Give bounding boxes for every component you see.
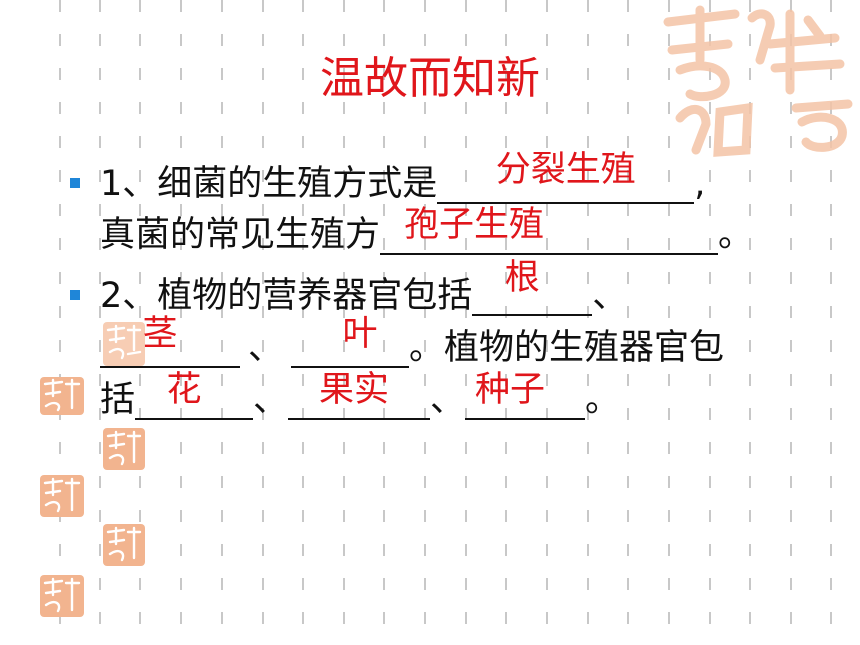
answer-blank: 花 bbox=[135, 370, 254, 420]
question-2-prefix: 2、植物的营养器官包括 bbox=[100, 276, 473, 316]
bullet-icon bbox=[70, 178, 80, 188]
answer-blank: 茎 bbox=[100, 314, 240, 368]
answer-text: 根 bbox=[504, 258, 540, 298]
answer-text: 茎 bbox=[142, 314, 178, 354]
question-1-line-1: 1、细菌的生殖方式是 分裂生殖, bbox=[100, 150, 706, 204]
punctuation: 。 bbox=[585, 380, 621, 420]
question-2-line-3: 括花、果实、种子。 bbox=[100, 370, 621, 420]
answer-text: 分裂生殖 bbox=[495, 150, 636, 190]
answer-blank: 果实 bbox=[288, 370, 431, 420]
question-1-prefix: 1、细菌的生殖方式是 bbox=[100, 164, 438, 204]
slide-title: 温故而知新 bbox=[320, 53, 540, 104]
question-2-middle: 。植物的生殖器官包 bbox=[409, 328, 725, 368]
question-1-line2-prefix: 真菌的常见生殖方 bbox=[100, 215, 381, 255]
answer-blank: 种子 bbox=[465, 370, 586, 420]
punctuation: 、 bbox=[430, 380, 466, 420]
seal-icon bbox=[43, 324, 142, 613]
question-1-line-2: 真菌的常见生殖方孢子生殖 。 bbox=[100, 205, 754, 255]
answer-blank: 分裂生殖 bbox=[437, 150, 695, 204]
punctuation: 、 bbox=[592, 276, 628, 316]
answer-text: 孢子生殖 bbox=[404, 205, 545, 245]
punctuation: , bbox=[694, 164, 706, 204]
dashed-guide-lines bbox=[59, 0, 832, 645]
question-2-line3-prefix: 括 bbox=[100, 380, 136, 420]
answer-text: 果实 bbox=[319, 370, 390, 410]
punctuation: 、 bbox=[253, 380, 289, 420]
answer-text: 花 bbox=[166, 370, 202, 410]
seal-icon bbox=[663, 5, 853, 157]
question-2-line-1: 2、植物的营养器官包括根 、 bbox=[100, 258, 628, 316]
bullet-icon bbox=[70, 290, 80, 300]
answer-blank: 孢子生殖 bbox=[380, 205, 719, 255]
answer-blank: 根 bbox=[472, 258, 593, 316]
answer-text: 叶 bbox=[342, 314, 378, 354]
answer-blank: 叶 bbox=[291, 314, 410, 368]
answer-text: 种子 bbox=[475, 370, 546, 410]
punctuation: 、 bbox=[248, 328, 284, 368]
question-2-line-2: 茎 、 叶。植物的生殖器官包 bbox=[100, 314, 725, 368]
punctuation: 。 bbox=[718, 215, 754, 255]
